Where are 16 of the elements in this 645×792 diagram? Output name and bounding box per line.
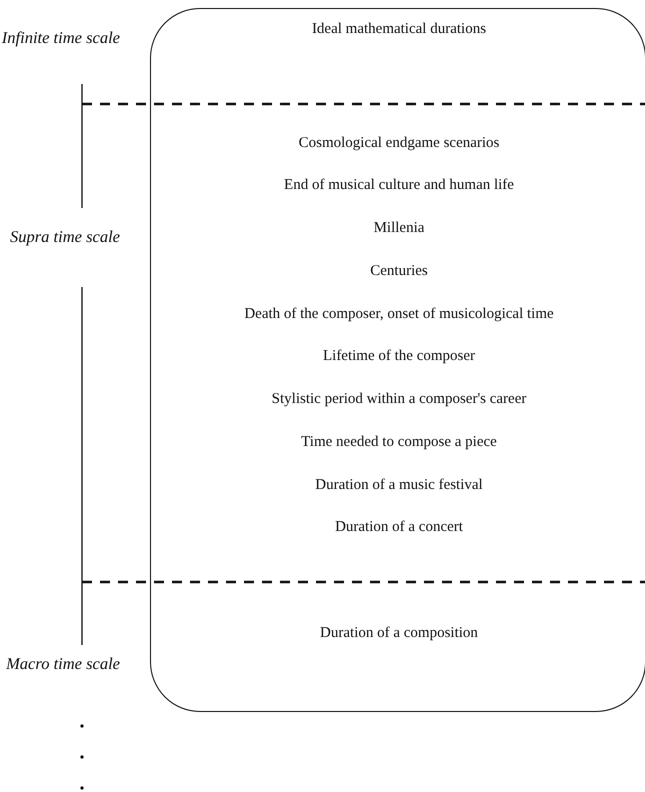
- duration-text: Lifetime of the composer: [322, 348, 476, 365]
- duration-text: Millenia: [372, 220, 426, 237]
- duration-text: Duration of a composition: [319, 625, 479, 642]
- duration-text: Cosmological endgame scenarios: [298, 135, 500, 152]
- duration-text: Death of the composer, onset of musicological time: [243, 306, 555, 323]
- scale-label: Macro time scale: [5, 653, 120, 675]
- duration-text: Ideal mathematical durations: [310, 21, 488, 38]
- scale-label: Infinite time scale: [0, 27, 120, 49]
- duration-text: Stylistic period within a composer's career: [270, 391, 528, 408]
- duration-text: Centuries: [369, 263, 429, 280]
- duration-text: Duration of a music festival: [314, 477, 484, 494]
- duration-text: End of musical culture and human life: [283, 177, 515, 194]
- scale-label: Supra time scale: [9, 226, 120, 248]
- rounded-frame: [150, 8, 645, 712]
- duration-text: Duration of a concert: [334, 519, 464, 536]
- duration-text: Time needed to compose a piece: [300, 434, 498, 451]
